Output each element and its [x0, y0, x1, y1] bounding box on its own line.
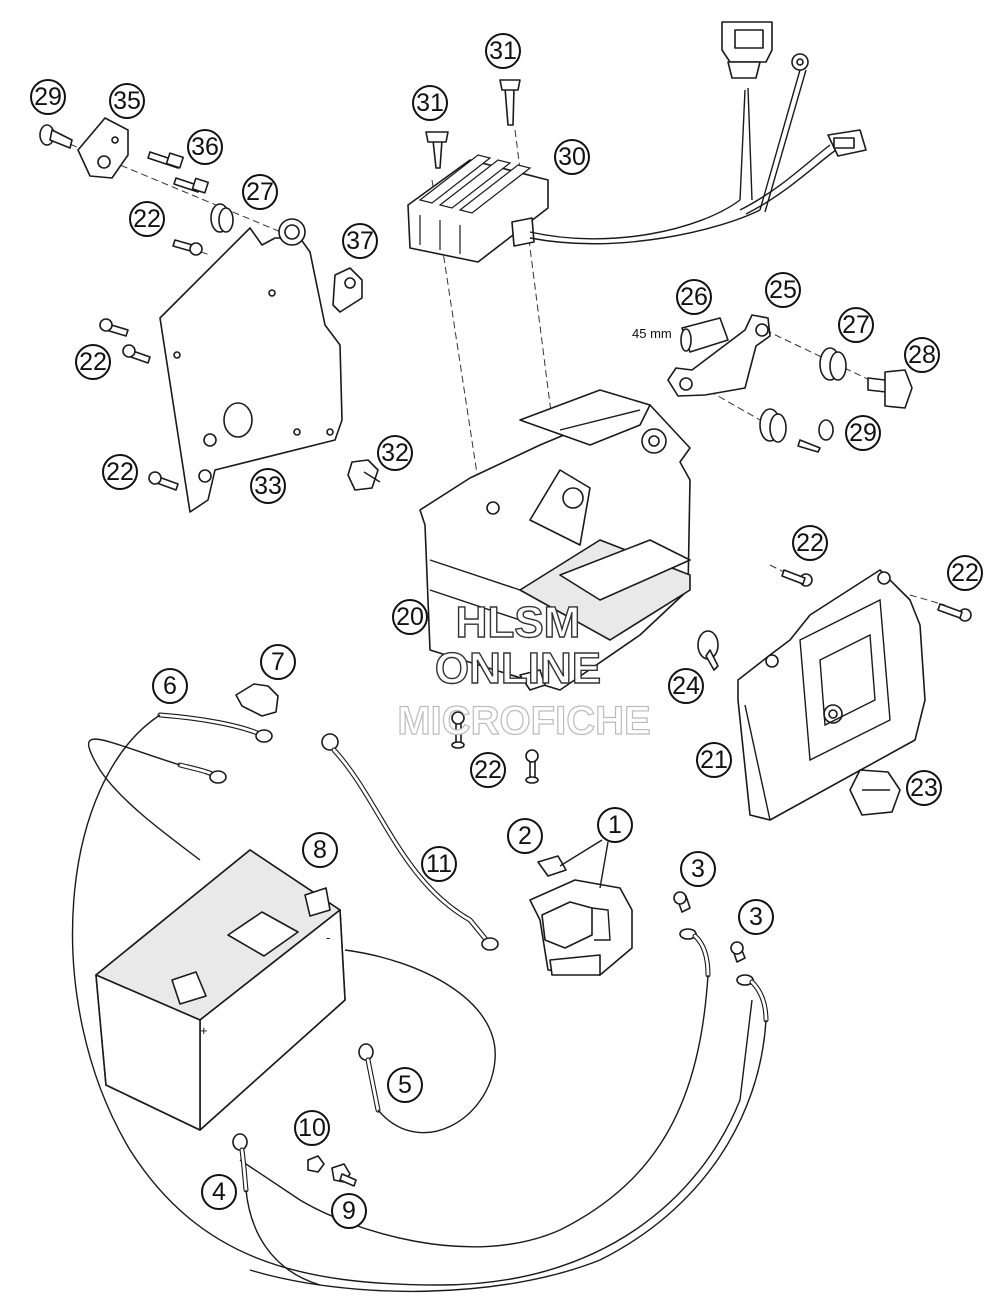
callout-23: 23: [906, 770, 942, 806]
svg-text:20: 20: [396, 603, 424, 631]
svg-text:10: 10: [298, 1114, 326, 1142]
svg-text:37: 37: [346, 227, 374, 255]
callout-27-b: 27: [838, 307, 874, 343]
callout-9: 9: [331, 1193, 367, 1229]
callout-1-leader: [559, 839, 609, 889]
callout-31-b: 31: [485, 33, 521, 69]
callout-22-d: 22: [792, 525, 828, 561]
callout-22-a: 22: [129, 201, 165, 237]
watermark-line3: MICROFICHE: [397, 699, 650, 743]
svg-text:22: 22: [796, 529, 824, 557]
callout-30: 30: [554, 139, 590, 175]
svg-text:22: 22: [79, 348, 107, 376]
callout-29-a: 29: [30, 79, 66, 115]
svg-text:9: 9: [342, 1197, 356, 1225]
dimension-note: 45 mm: [632, 326, 672, 341]
callout-32: 32: [377, 435, 413, 471]
svg-text:2: 2: [518, 822, 532, 850]
watermark: HLSM ONLINE MICROFICHE: [397, 597, 652, 743]
callout-6: 6: [152, 668, 188, 704]
svg-text:27: 27: [246, 178, 274, 206]
svg-text:4: 4: [212, 1178, 226, 1206]
callout-21: 21: [696, 742, 732, 778]
callout-7: 7: [260, 644, 296, 680]
callout-22-e: 22: [947, 555, 983, 591]
svg-text:33: 33: [254, 472, 282, 500]
callout-22-b: 22: [75, 344, 111, 380]
svg-text:11: 11: [426, 850, 452, 878]
callout-20: 20: [392, 599, 428, 635]
callout-22-c: 22: [102, 454, 138, 490]
svg-text:32: 32: [381, 439, 409, 467]
svg-text:24: 24: [672, 672, 700, 700]
callout-22-f: 22: [470, 752, 506, 788]
svg-text:8: 8: [313, 836, 327, 864]
svg-text:1: 1: [608, 811, 622, 839]
callout-25: 25: [765, 272, 801, 308]
callout-3-b: 3: [738, 899, 774, 935]
battery-plus-mark: +: [200, 1023, 208, 1038]
callout-4: 4: [201, 1174, 237, 1210]
svg-text:30: 30: [558, 143, 586, 171]
svg-text:36: 36: [191, 133, 219, 161]
parts-regulator: [407, 21, 867, 481]
callout-37: 37: [342, 223, 378, 259]
callout-3-a: 3: [680, 851, 716, 887]
svg-text:3: 3: [749, 903, 763, 931]
callout-29-b: 29: [845, 415, 881, 451]
svg-text:22: 22: [106, 458, 134, 486]
callout-28: 28: [904, 337, 940, 373]
callout-26: 26: [676, 279, 712, 315]
svg-text:22: 22: [133, 205, 161, 233]
parts-bracket-left: [39, 117, 381, 513]
callout-10: 10: [294, 1110, 330, 1146]
svg-text:28: 28: [908, 341, 936, 369]
svg-text:31: 31: [489, 37, 517, 65]
parts-bracket-right: 45 mm: [632, 314, 913, 453]
svg-text:22: 22: [474, 756, 502, 784]
callouts: 29 35 36 27 22 37 22 22 33 32 31 31 30 2…: [30, 33, 983, 1229]
watermark-line2: ONLINE: [435, 644, 601, 693]
svg-text:31: 31: [416, 89, 444, 117]
svg-text:25: 25: [769, 276, 797, 304]
svg-text:26: 26: [680, 283, 708, 311]
svg-text:22: 22: [951, 559, 979, 587]
svg-text:35: 35: [113, 87, 141, 115]
svg-text:29: 29: [849, 419, 877, 447]
svg-text:3: 3: [691, 855, 705, 883]
battery-box: [419, 389, 719, 784]
callout-36: 36: [187, 129, 223, 165]
svg-text:7: 7: [271, 648, 285, 676]
svg-text:21: 21: [700, 746, 728, 774]
callout-2: 2: [507, 818, 543, 854]
callout-35: 35: [109, 83, 145, 119]
svg-text:23: 23: [910, 774, 938, 802]
callout-24: 24: [668, 668, 704, 704]
svg-text:5: 5: [398, 1071, 412, 1099]
callout-5: 5: [387, 1067, 423, 1103]
callout-1: 1: [597, 807, 633, 843]
callout-33: 33: [250, 468, 286, 504]
svg-text:6: 6: [163, 672, 177, 700]
svg-text:29: 29: [34, 83, 62, 111]
callout-27-a: 27: [242, 174, 278, 210]
battery-minus-mark: -: [326, 930, 330, 945]
battery-cover: [737, 564, 972, 821]
watermark-line1: HLSM: [456, 598, 581, 647]
callout-31-a: 31: [412, 85, 448, 121]
callout-11: 11: [421, 846, 457, 882]
battery-cables: - +: [71, 683, 769, 1293]
svg-text:27: 27: [842, 311, 870, 339]
callout-8: 8: [302, 832, 338, 868]
